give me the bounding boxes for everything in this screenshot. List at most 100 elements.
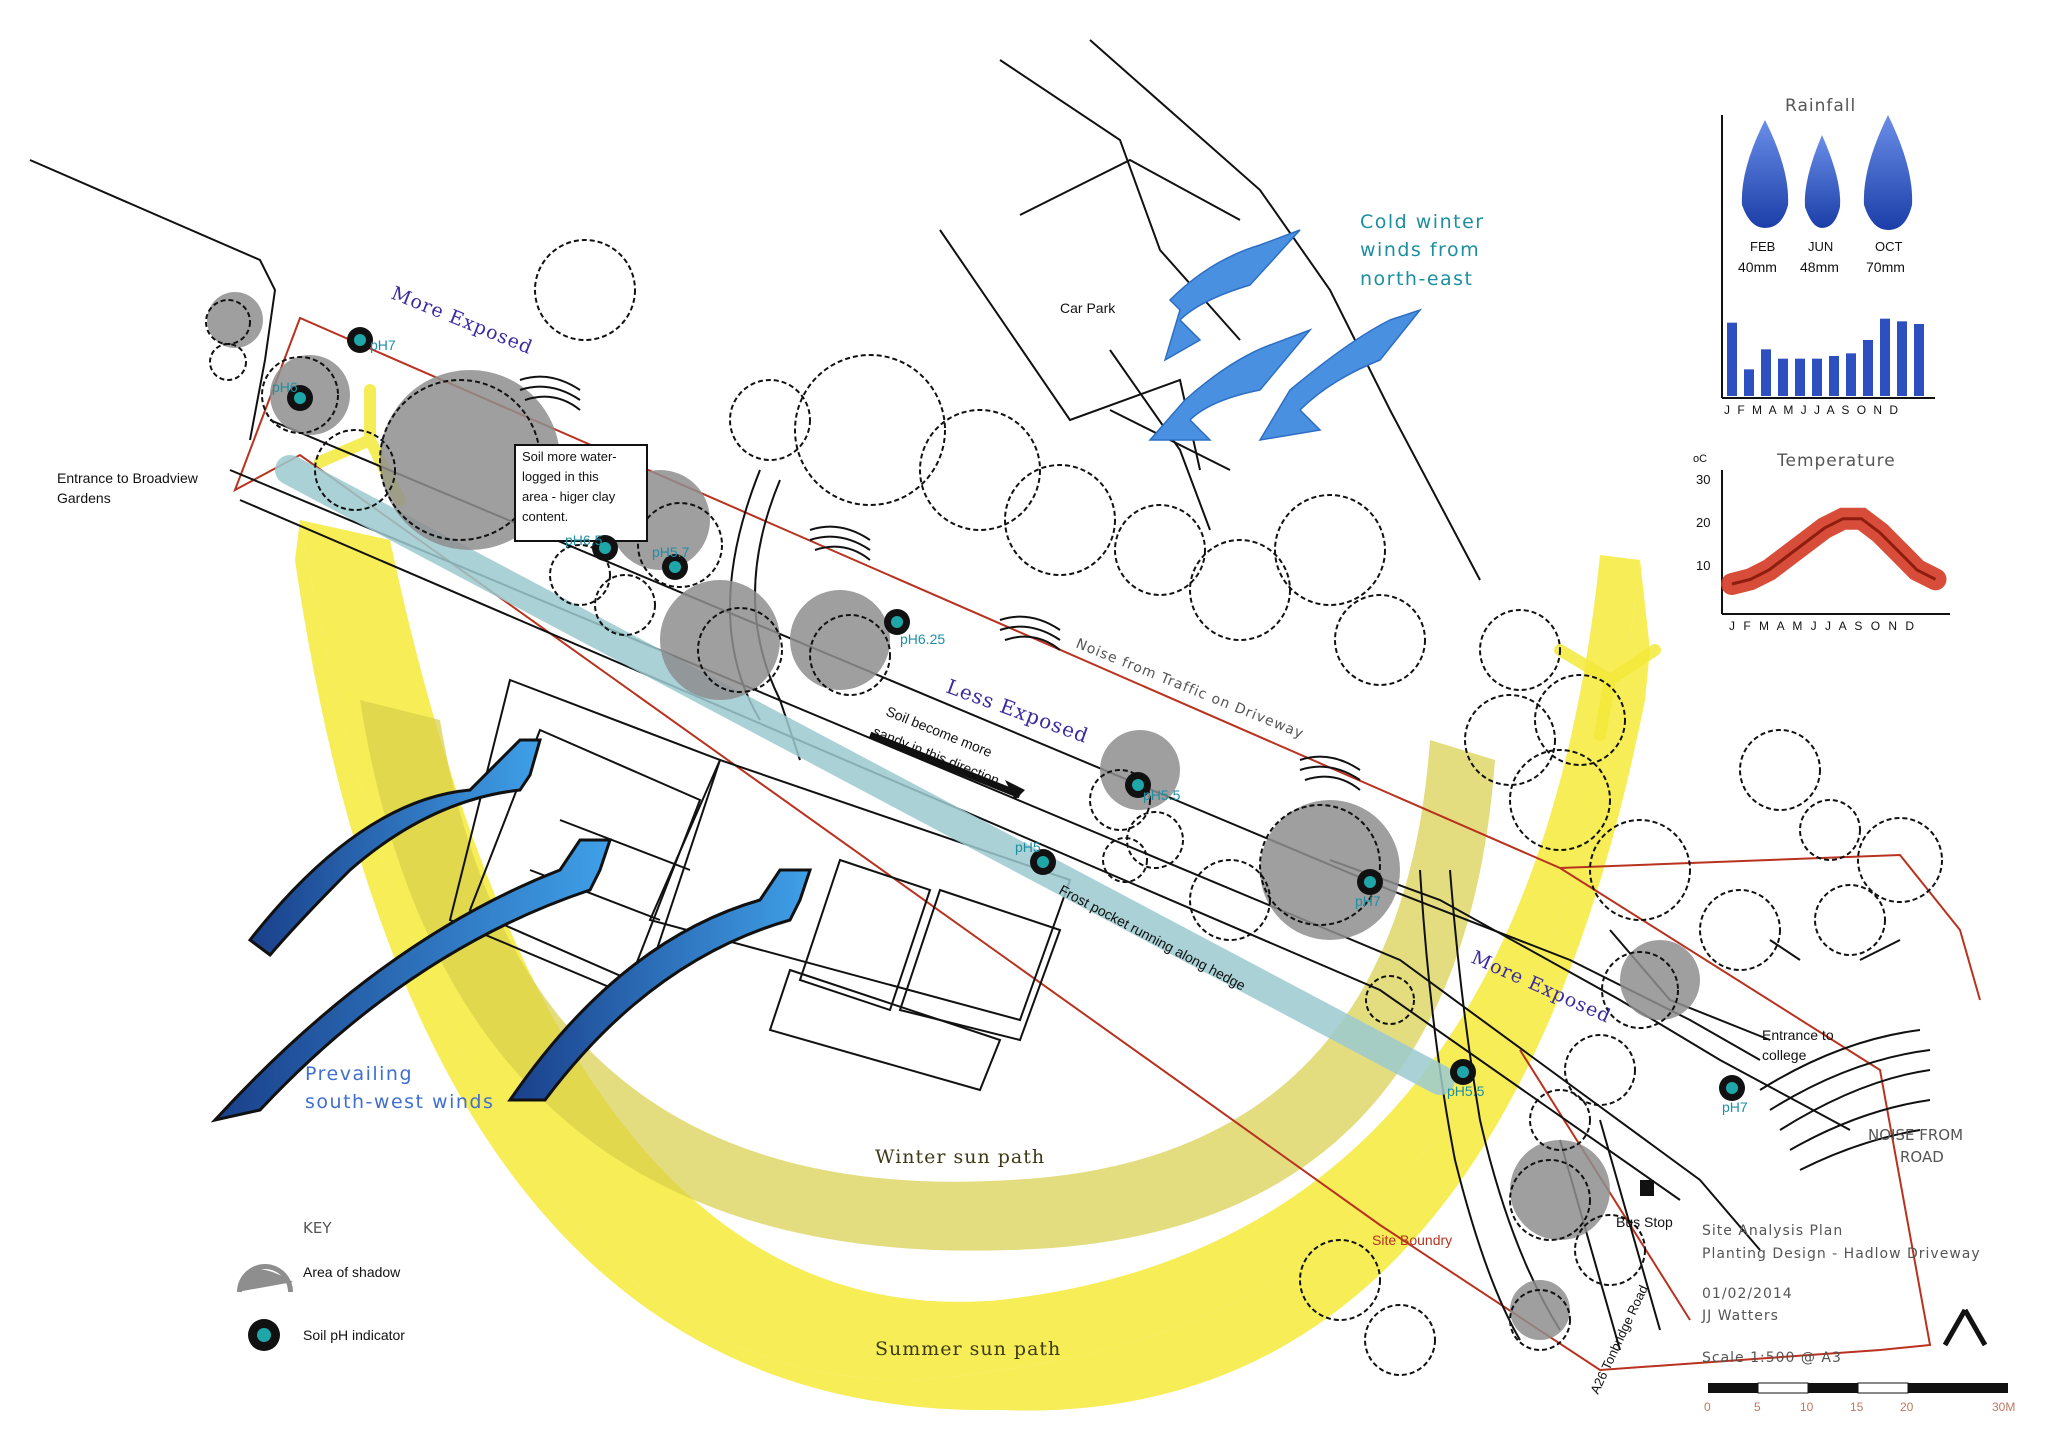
ph-marker bbox=[287, 385, 313, 411]
legend-ph-swatch-center bbox=[257, 1328, 271, 1342]
rain-amount: 70mm bbox=[1866, 259, 1905, 275]
road-label: A26 Tonbridge Road bbox=[1587, 1283, 1651, 1397]
rainfall-bar bbox=[1880, 318, 1890, 396]
scale-tick: 15 bbox=[1850, 1400, 1864, 1414]
title-scale: Scale 1:500 @ A3 bbox=[1702, 1350, 1842, 1366]
legend-ph-label: Soil pH indicator bbox=[303, 1327, 405, 1343]
rain-amount: 40mm bbox=[1738, 259, 1777, 275]
rainfall-month-axis: J F M A M J J A S O N D bbox=[1724, 403, 1900, 417]
ph-label: pH5.5 bbox=[1143, 787, 1181, 803]
more-exposed-top-label: More Exposed bbox=[388, 282, 536, 359]
temperature-tick: 30 bbox=[1696, 472, 1710, 487]
rainfall-bar bbox=[1778, 358, 1788, 396]
ph-marker bbox=[662, 554, 688, 580]
ph-label: pH6.25 bbox=[900, 631, 945, 647]
cold-winds-label-2: winds from bbox=[1360, 239, 1480, 261]
scale-bar bbox=[1708, 1382, 2008, 1394]
ph-markers bbox=[287, 327, 1745, 1101]
ph-label: pH7 bbox=[1722, 1099, 1748, 1115]
entrance-college-label: Entrance to bbox=[1762, 1027, 1834, 1043]
ph-marker bbox=[1125, 772, 1151, 798]
sandy-direction-arrow bbox=[868, 731, 1025, 800]
rainfall-bars bbox=[1727, 318, 1924, 396]
rainfall-bar bbox=[1863, 340, 1873, 396]
title-date: 01/02/2014 bbox=[1702, 1286, 1793, 1302]
legend: KEY Area of shadow Soil pH indicator bbox=[237, 1219, 405, 1351]
summer-sun-path-label: Summer sun path bbox=[875, 1338, 1061, 1360]
scale-tick: 10 bbox=[1800, 1400, 1814, 1414]
trees bbox=[205, 239, 1943, 1376]
title-line-2: Planting Design - Hadlow Driveway bbox=[1702, 1246, 1981, 1262]
rain-drop bbox=[1863, 115, 1913, 230]
scale-tick: 30M bbox=[1992, 1400, 2015, 1414]
ph-label: pH6 bbox=[272, 379, 298, 395]
soil-note-line: Soil more water- bbox=[522, 449, 617, 464]
rain-month: OCT bbox=[1875, 239, 1903, 254]
ph-label: pH5 bbox=[1015, 839, 1041, 855]
rain-drop bbox=[1741, 120, 1789, 228]
title-block: Site Analysis Plan Planting Design - Had… bbox=[1701, 1223, 2015, 1414]
rain-drop bbox=[1804, 135, 1841, 228]
temperature-curve-core bbox=[1731, 517, 1937, 586]
scale-tick: 20 bbox=[1900, 1400, 1914, 1414]
ph-label: pH5.5 bbox=[1447, 1083, 1485, 1099]
rainfall-bar bbox=[1727, 322, 1737, 396]
soil-note-box bbox=[514, 444, 648, 542]
rainfall-title: Rainfall bbox=[1785, 96, 1856, 116]
rain-month: FEB bbox=[1750, 239, 1775, 254]
temperature-unit: oC bbox=[1693, 453, 1707, 465]
ph-marker bbox=[347, 327, 373, 353]
rainfall-bar bbox=[1744, 369, 1754, 396]
frost-pocket-label: Frost pocket running along hedge bbox=[1057, 882, 1249, 994]
ph-marker bbox=[884, 609, 910, 635]
frost-pocket bbox=[275, 455, 1455, 1095]
soil-note-line: area - higer clay bbox=[522, 489, 616, 504]
cold-winds-label: Cold winter bbox=[1360, 211, 1485, 233]
temperature-tick: 20 bbox=[1696, 515, 1710, 530]
cold-winds-label-3: north-east bbox=[1360, 268, 1474, 290]
rain-amount: 48mm bbox=[1800, 259, 1839, 275]
bus-stop-label: Bus Stop bbox=[1616, 1214, 1673, 1230]
rainfall-bar bbox=[1761, 349, 1771, 396]
scale-tick: 0 bbox=[1704, 1400, 1711, 1414]
temperature-month-axis: J F M A M J J A S O N D bbox=[1729, 619, 1917, 633]
legend-shadow-icon bbox=[237, 1269, 293, 1292]
ph-label: pH7 bbox=[1355, 893, 1381, 909]
prevailing-wind-arrows bbox=[210, 738, 813, 1123]
soil-note-line: content. bbox=[522, 509, 568, 524]
winter-sun-path bbox=[360, 700, 1495, 1251]
rainfall-bar bbox=[1812, 358, 1822, 396]
soil-note-line: logged in this bbox=[522, 469, 599, 484]
ph-label: pH5.7 bbox=[652, 544, 690, 560]
title-line-1: Site Analysis Plan bbox=[1702, 1223, 1843, 1239]
site-boundary-label: Site Boundry bbox=[1372, 1232, 1452, 1248]
north-arrow-icon bbox=[1942, 1308, 1988, 1347]
rainfall-bar bbox=[1829, 356, 1839, 396]
car-park-label: Car Park bbox=[1060, 300, 1116, 316]
temperature-panel: Temperature oC 30 20 10 J F M A M J J A … bbox=[1693, 451, 1950, 633]
noise-road-label: NOISE FROM bbox=[1868, 1126, 1963, 1144]
ph-marker bbox=[1357, 869, 1383, 895]
temperature-tick: 10 bbox=[1696, 558, 1710, 573]
ph-label: pH7 bbox=[370, 337, 396, 353]
temperature-title: Temperature bbox=[1776, 451, 1896, 471]
ph-labels: pH7 pH6 pH6.5 pH5.7 pH6.25 pH5.5 pH5 pH7… bbox=[272, 337, 1748, 1115]
entrance-broadview-label-2: Gardens bbox=[57, 490, 111, 506]
entrance-college-label-2: college bbox=[1762, 1047, 1807, 1063]
cold-winter-wind-arrows bbox=[1148, 229, 1423, 442]
noise-driveway-label: Noise from Traffic on Driveway bbox=[1074, 636, 1307, 742]
scale-tick: 5 bbox=[1754, 1400, 1761, 1414]
rainfall-bar bbox=[1897, 321, 1907, 396]
sun-marker-right bbox=[1554, 644, 1661, 741]
prevailing-winds-label-2: south-west winds bbox=[305, 1091, 494, 1113]
ph-marker bbox=[1450, 1059, 1476, 1085]
rainfall-bar bbox=[1914, 324, 1924, 396]
ph-marker bbox=[1030, 849, 1056, 875]
ph-marker bbox=[1719, 1075, 1745, 1101]
title-author: JJ Watters bbox=[1701, 1308, 1779, 1324]
ph-label: pH6.5 bbox=[565, 532, 603, 548]
shrub-hatching bbox=[519, 375, 1931, 1171]
legend-shadow-label: Area of shadow bbox=[303, 1264, 401, 1280]
